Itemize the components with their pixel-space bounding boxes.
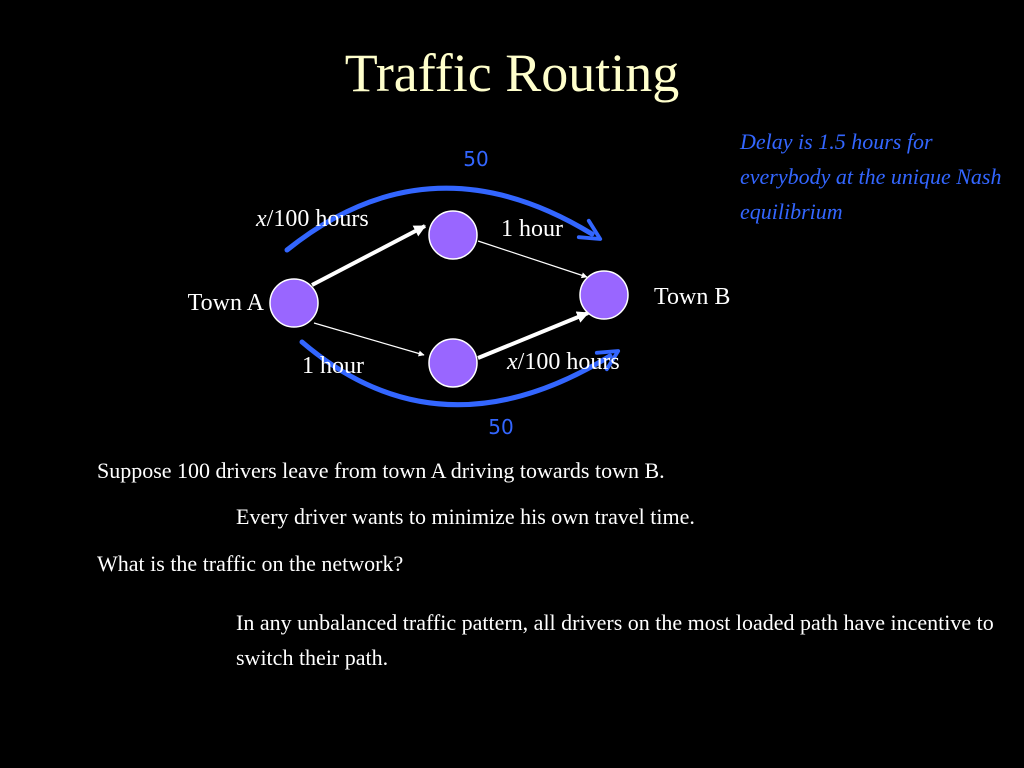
page-title: Traffic Routing	[344, 43, 680, 103]
lower-flow-arrow	[299, 339, 621, 408]
edge-a-to-bottom	[313, 322, 425, 357]
upper-flow-arrow	[284, 185, 603, 253]
lower-first-edge-label: 1 hour	[302, 353, 364, 379]
lower-flow-label: 50	[488, 415, 513, 439]
node-town-a	[269, 278, 319, 328]
node-bottom-middle	[428, 338, 478, 388]
upper-second-edge-label: 1 hour	[501, 216, 563, 242]
upper-first-rest: /100 hours	[267, 206, 369, 232]
lower-second-rest: /100 hours	[518, 349, 620, 375]
upper-flow-label: 50	[463, 147, 488, 171]
text-line-question: What is the traffic on the network?	[97, 551, 404, 576]
town-a-label: Town A	[188, 290, 265, 316]
town-b-label: Town B	[654, 284, 730, 310]
equilibrium-note: Delay is 1.5 hours for everybody at the …	[740, 129, 1002, 224]
text-line-drivers: Suppose 100 drivers leave from town A dr…	[97, 458, 665, 483]
text-line-minimize: Every driver wants to minimize his own t…	[236, 504, 695, 529]
upper-first-edge-label: x/100 hours	[255, 206, 369, 232]
text-line-unbalanced: In any unbalanced traffic pattern, all d…	[236, 610, 994, 670]
edge-bottom-to-b	[477, 311, 590, 360]
lower-second-edge-label: x/100 hours	[506, 349, 620, 375]
lower-second-var: x	[506, 349, 518, 375]
edge-a-to-top	[311, 224, 427, 287]
node-town-b	[579, 270, 629, 320]
node-top-middle	[428, 210, 478, 260]
edge-top-to-b	[477, 240, 588, 279]
upper-first-var: x	[255, 206, 267, 232]
